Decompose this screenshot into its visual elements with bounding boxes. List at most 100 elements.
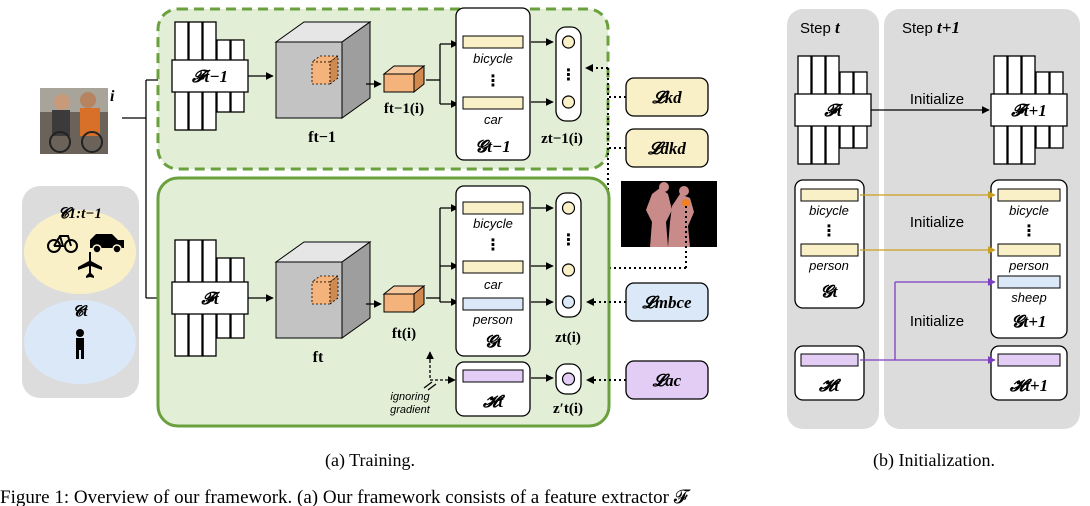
aux-init-label: Initialize bbox=[910, 313, 964, 330]
prev-class-bicycle-bar bbox=[462, 35, 524, 49]
dkd-loss-label: 𝓛dkd bbox=[647, 139, 686, 158]
step-t1-vdots: ⋮ bbox=[1021, 223, 1037, 240]
step-t1-aux-bar bbox=[997, 353, 1061, 367]
step-t1-aux-label: 𝓗t+1 bbox=[1009, 376, 1048, 395]
step-t1-extractor-label: 𝓕t+1 bbox=[1010, 101, 1046, 120]
prev-logit-car bbox=[561, 95, 576, 109]
step-t1-bicycle-label: bicycle bbox=[1009, 203, 1049, 218]
classifier-init-arrows bbox=[860, 191, 996, 254]
ac-loss-label: 𝓛ac bbox=[652, 371, 682, 390]
prev-logit-box bbox=[555, 26, 582, 122]
cur-extractor-box bbox=[171, 281, 249, 315]
prev-feature-cube bbox=[274, 21, 372, 119]
mbce-loss-box bbox=[625, 282, 709, 322]
mbce-loss-label: 𝓛mbce bbox=[641, 293, 692, 312]
aux-classifier-label: 𝓗t bbox=[482, 392, 506, 411]
dkd-loss-box bbox=[625, 128, 709, 168]
ignoring-gradient-path bbox=[423, 351, 456, 391]
figure-text: Figure 1: Overview of our framework. (a)… bbox=[0, 487, 692, 506]
kd-loss-label: 𝓛kd bbox=[651, 88, 682, 107]
cur-pixel-to-classifier-arrows bbox=[426, 204, 459, 306]
cur-class-bicycle-label: bicycle bbox=[473, 216, 513, 231]
old-classes-label: 𝓒1:t−1 bbox=[58, 206, 102, 222]
step-t1-person-bar bbox=[997, 243, 1061, 257]
step-t-classifier-label: 𝓖t bbox=[821, 282, 839, 301]
car-icon bbox=[90, 234, 124, 254]
mbce-loss-link bbox=[594, 301, 626, 381]
step-t-person-label: person bbox=[808, 258, 849, 273]
prev-class-bicycle-label: bicycle bbox=[473, 51, 513, 66]
step-t-aux-bar bbox=[800, 353, 859, 367]
step-t1-sheep-bar bbox=[997, 275, 1061, 289]
ground-truth-mask bbox=[621, 181, 717, 247]
kd-loss-box bbox=[625, 77, 709, 117]
extractor-init-label: Initialize bbox=[910, 91, 964, 108]
step-t1-person-label: person bbox=[1008, 258, 1049, 273]
step-t-vdots: ⋮ bbox=[821, 223, 837, 240]
step-t1-bicycle-bar bbox=[997, 188, 1061, 202]
prev-logit-label: zt−1(i) bbox=[541, 131, 583, 147]
new-classes-label: 𝓒t bbox=[73, 304, 89, 320]
input-branch-arrows bbox=[122, 76, 168, 302]
ac-loss-box bbox=[625, 360, 709, 400]
cur-class-vdots: ⋮ bbox=[485, 237, 501, 254]
step-t-person-bar bbox=[800, 243, 859, 257]
cur-logit-bicycle bbox=[561, 201, 576, 215]
cur-classifier-to-logit-arrows bbox=[531, 204, 554, 382]
step-t1-classifier-label: 𝓖t+1 bbox=[1012, 312, 1047, 331]
prev-logit-vdots: ⋮ bbox=[561, 67, 577, 84]
cur-extractor-label: 𝓕t bbox=[200, 289, 220, 308]
caption-b: (b) Initialization. bbox=[873, 450, 995, 471]
step-t-bicycle-bar bbox=[800, 188, 859, 202]
cur-logit-vdots: ⋮ bbox=[561, 232, 577, 249]
classifier-init-label: Initialize bbox=[910, 214, 964, 231]
mask-to-mbce-link bbox=[600, 206, 687, 269]
step-t-title: Step t bbox=[800, 18, 841, 37]
prev-pixel-to-classifier-arrows bbox=[426, 40, 459, 108]
prev-pixel-feature-label: ft−1(i) bbox=[384, 101, 424, 117]
prev-classifier-to-logit-arrows bbox=[531, 38, 554, 106]
prev-class-car-bar bbox=[462, 96, 524, 110]
prev-class-car-label: car bbox=[484, 112, 503, 127]
prev-feature-label: ft−1 bbox=[308, 129, 336, 146]
ac-arrowhead bbox=[586, 376, 594, 384]
ignoring-label-2: gradient bbox=[390, 404, 431, 416]
prev-pixel-feature bbox=[382, 64, 426, 94]
cur-classifier-label: 𝓖t bbox=[485, 332, 503, 351]
cur-pixel-feature-label: ft(i) bbox=[392, 326, 416, 342]
cur-pixel-feature bbox=[382, 284, 426, 314]
cur-class-person-label: person bbox=[472, 312, 513, 327]
cur-logit-label: zt(i) bbox=[555, 330, 581, 346]
step-t-extractor-box bbox=[794, 93, 872, 127]
airplane-icon bbox=[78, 252, 102, 278]
aux-logit-label: z′t(i) bbox=[553, 401, 583, 417]
step-t-aux-label: 𝓗t bbox=[818, 376, 842, 395]
step-t1-classifier-box bbox=[990, 179, 1068, 339]
bicycle-icon bbox=[47, 235, 78, 253]
aux-init-arrows bbox=[860, 278, 996, 364]
cur-feature-label: ft bbox=[313, 349, 324, 366]
input-image bbox=[40, 88, 108, 154]
cur-class-car-label: car bbox=[484, 277, 503, 292]
cur-feature-cube bbox=[274, 241, 372, 339]
step-t1-sheep-label: sheep bbox=[1011, 290, 1046, 305]
ignoring-label-1: ignoring bbox=[390, 391, 430, 403]
cur-logit-box bbox=[555, 192, 582, 318]
kd-arrowhead-top bbox=[585, 64, 593, 72]
cur-class-person-bar bbox=[462, 297, 524, 311]
prev-extractor-label: 𝓕t−1 bbox=[191, 67, 228, 86]
aux-classifier-bar bbox=[462, 369, 524, 383]
cur-logit-car bbox=[561, 263, 576, 277]
caption-a: (a) Training. bbox=[325, 450, 415, 471]
cur-logit-person bbox=[561, 295, 576, 309]
prev-class-vdots: ⋮ bbox=[485, 73, 501, 90]
cur-class-bicycle-bar bbox=[462, 201, 524, 215]
step-t-extractor-label: 𝓕t bbox=[823, 101, 843, 120]
sample-index: i bbox=[110, 88, 115, 105]
prev-classifier-label: 𝓖t−1 bbox=[475, 137, 510, 156]
prev-extractor-box bbox=[171, 59, 249, 93]
prev-logit-bicycle bbox=[561, 35, 576, 49]
cur-class-car-bar bbox=[462, 260, 524, 274]
person-icon bbox=[76, 329, 84, 359]
